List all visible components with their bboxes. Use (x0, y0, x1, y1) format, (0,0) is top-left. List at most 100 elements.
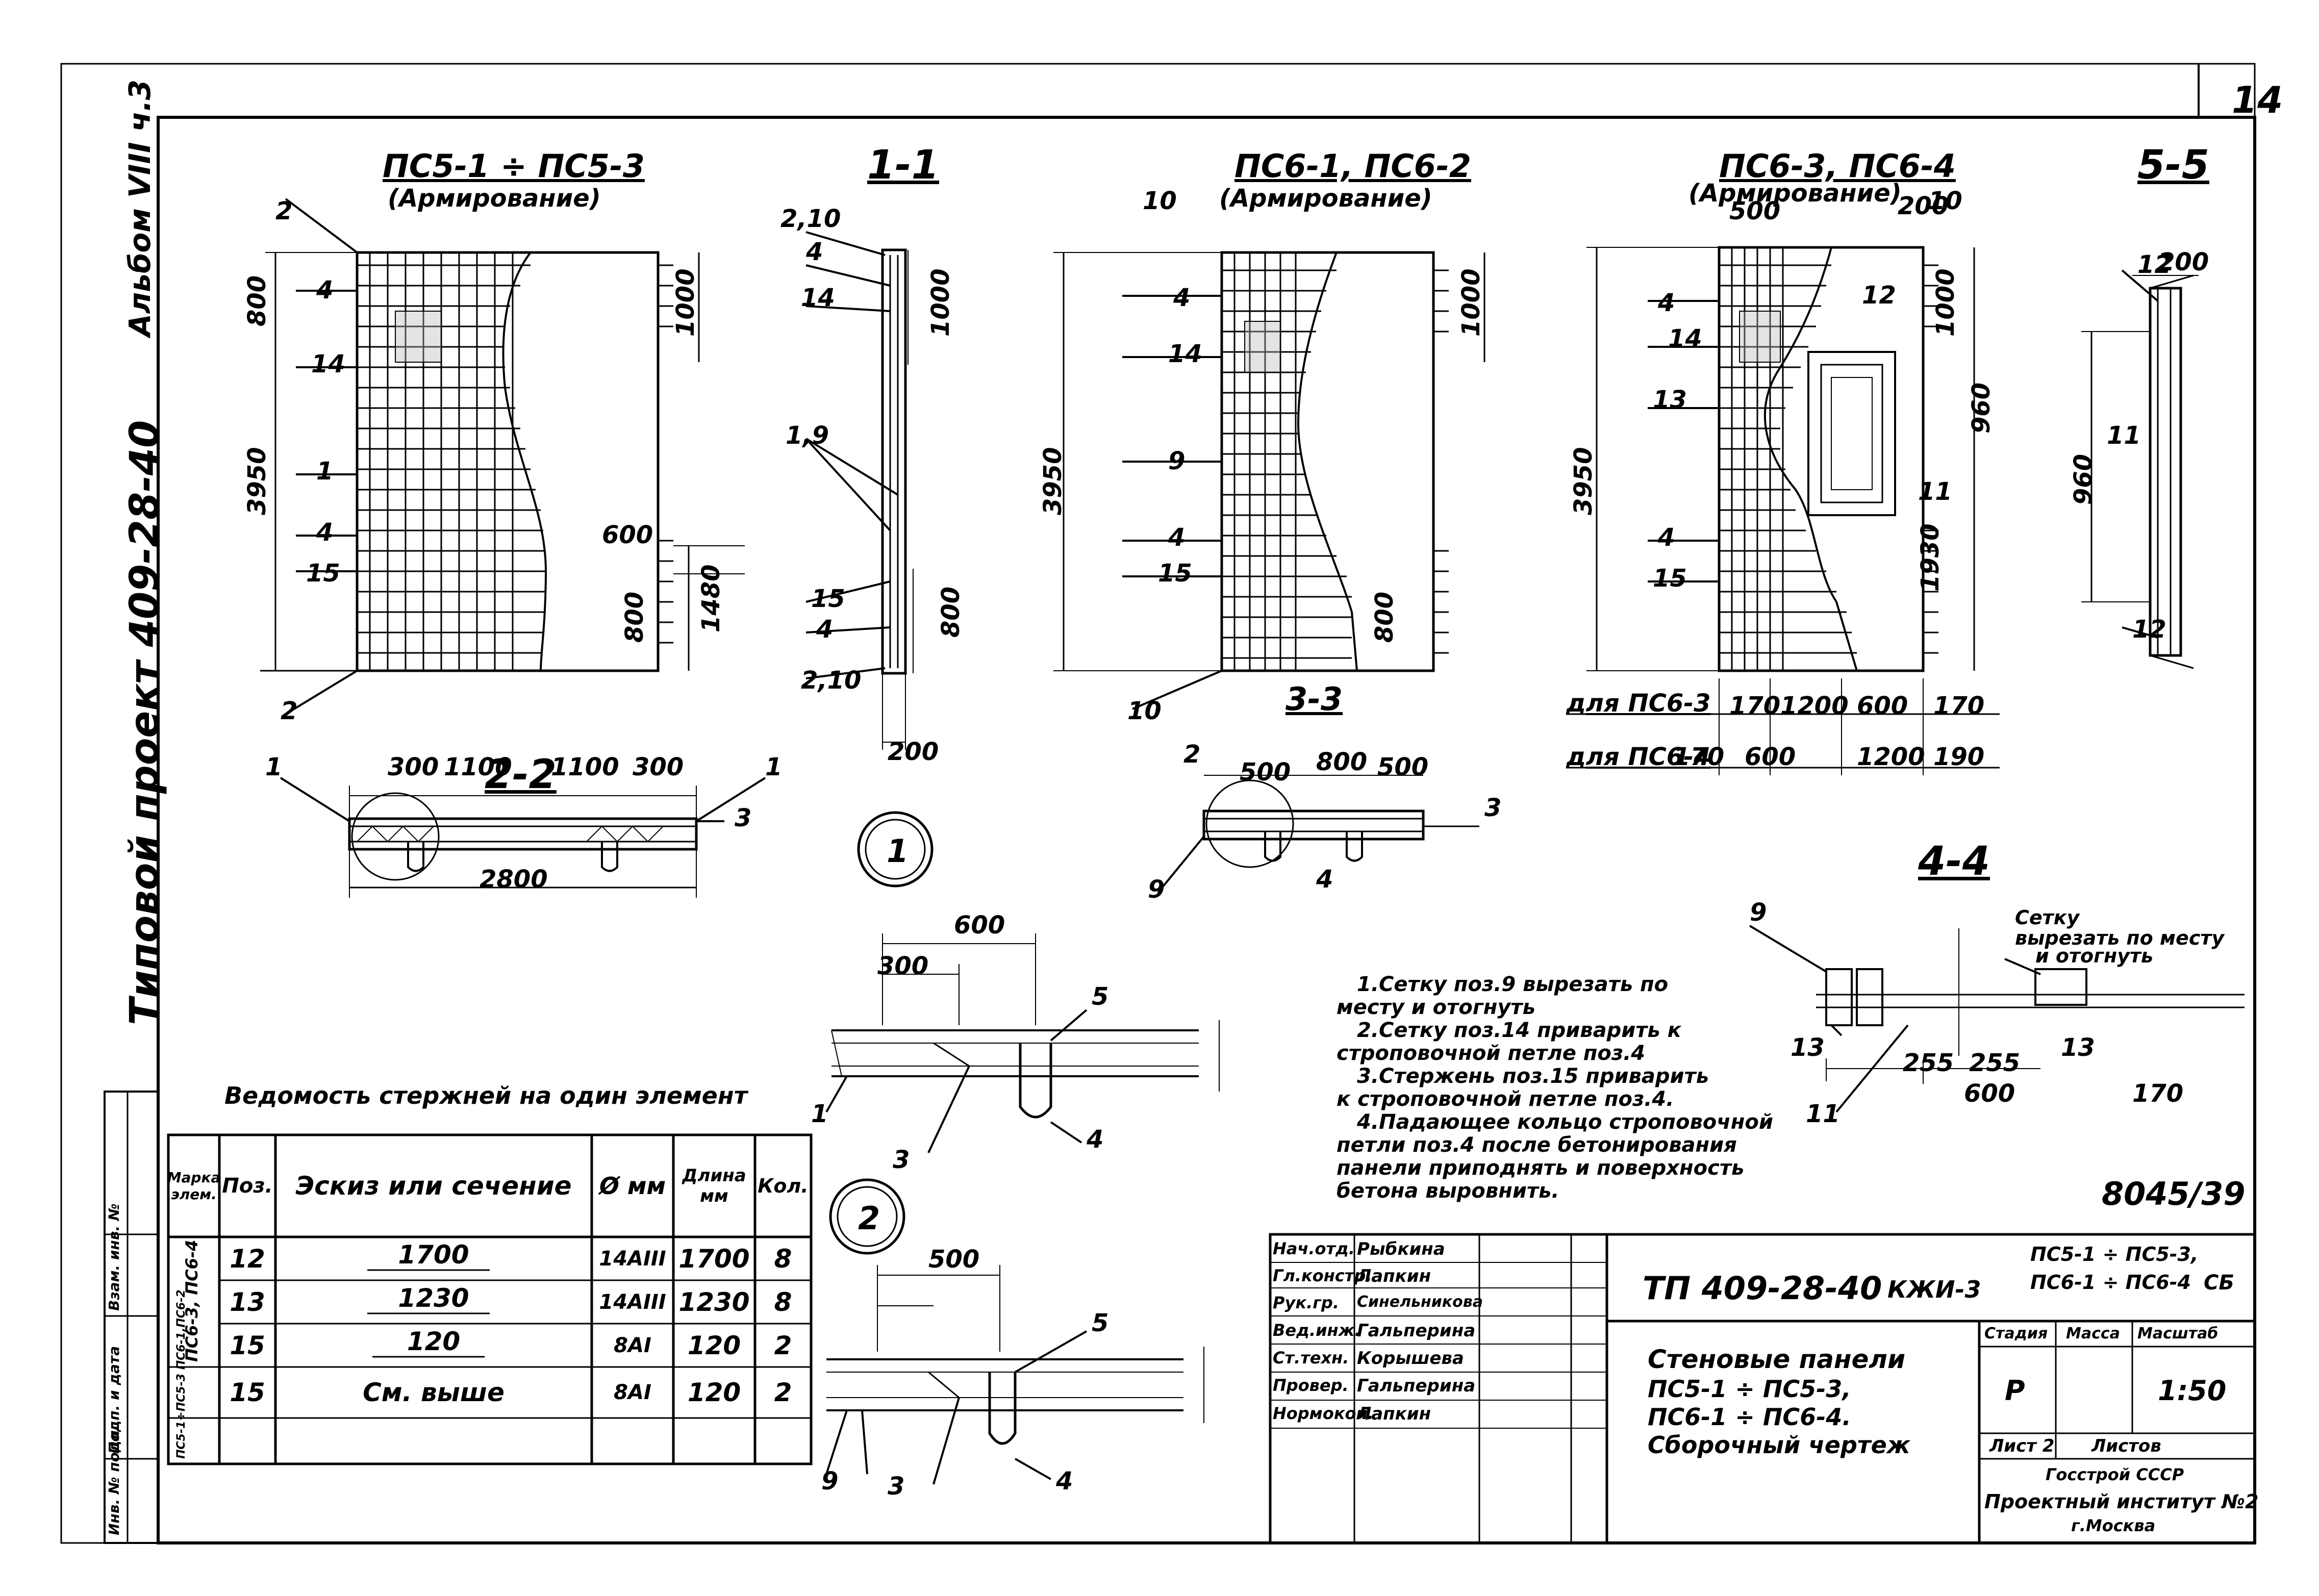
schedule-row-1-pos: 12 (230, 1244, 265, 1274)
dim-800-c: 800 (1370, 591, 1399, 643)
ps5-elevation (260, 198, 745, 715)
mark-1-c: 1 (765, 753, 783, 781)
staff-role-6: Провер. (1273, 1376, 1349, 1395)
dim-1100-b: 1100 (551, 753, 619, 781)
album-label: Альбом VIII ч.3 (122, 79, 157, 337)
staff-role-5: Ст.техн. (1273, 1348, 1349, 1367)
ps6-34-subtitle: (Армирование) (1688, 179, 1902, 208)
staff-name-1: Рыбкина (1357, 1239, 1445, 1259)
dim-1000-d: 1000 (1931, 268, 1960, 337)
dim-800-d: 800 (243, 275, 271, 326)
schedule-title: Ведомость стержней на один элемент (224, 1082, 748, 1109)
mark-4-b: 4 (316, 518, 334, 547)
dim-3950-a: 3950 (243, 447, 271, 515)
dim-500-d: 500 (928, 1245, 980, 1274)
schedule-row-1-len: 1700 (678, 1244, 750, 1274)
mark-8-a: 5 (1092, 982, 1109, 1011)
main-frame (157, 116, 2256, 1544)
ps6-12-subtitle: (Армирование) (1219, 184, 1432, 213)
dim-1200-b: 1200 (1857, 743, 1925, 771)
section-4-4 (1749, 925, 2245, 1113)
tb-scale: 1:50 (2158, 1375, 2227, 1407)
dim-3950-b: 3950 (1039, 447, 1067, 515)
dim-170-c: 170 (1673, 743, 1725, 771)
section-3-3-title: 3-3 (1285, 680, 1343, 718)
node-2-detail (825, 1178, 1204, 1485)
mark-15-c: 15 (1158, 559, 1192, 588)
dim-1930: 1930 (1916, 523, 1945, 592)
tb-sheet: Лист 2 (1989, 1436, 2055, 1456)
ps6-12-title: ПС6-1, ПС6-2 (1234, 147, 1471, 185)
dim-300-a: 300 (388, 753, 439, 781)
tb-scale-header: Масштаб (2137, 1325, 2219, 1342)
tb-sheets: Листов (2091, 1436, 2161, 1456)
dim-2-10-a: 2,10 (780, 205, 841, 233)
note-line-7: 4.Падающее кольцо строповочной (1357, 1110, 1773, 1134)
mark-4-j: 4 (1087, 1125, 1104, 1154)
mark-4-d: 4 (816, 615, 834, 644)
staff-name-4: Гальперина (1357, 1321, 1476, 1341)
mark-4-e: 4 (1173, 284, 1191, 312)
schedule-row-4-len: 120 (687, 1378, 741, 1407)
schedule-row-4-pos: 15 (230, 1378, 265, 1407)
mark-4-c: 4 (806, 238, 823, 266)
tb-org-2: Проектный институт №2 (1984, 1490, 2259, 1513)
title-block (1269, 1233, 2256, 1544)
dim-1000-b: 1000 (926, 268, 955, 337)
schedule-row-1-qty: 8 (774, 1244, 792, 1274)
mark-13-c: 12 (2132, 615, 2166, 644)
section-3-3 (1157, 775, 1479, 894)
ps6-12-elevation (1053, 251, 1485, 710)
section-1-1 (805, 231, 914, 750)
mark-4-k: 4 (1056, 1467, 1073, 1496)
tb-name-2: ПС5-1 ÷ ПС5-3, (1648, 1375, 1851, 1403)
mark-14-d: 14 (1668, 324, 1702, 353)
mark-4-i: 4 (1316, 865, 1333, 894)
dim-200-a: 200 (888, 738, 939, 766)
schedule-row-3-sketch: 120 (407, 1327, 461, 1356)
mark-9-c: 9 (821, 1467, 839, 1496)
dim-255-b: 255 (1969, 1049, 2021, 1077)
dim-300-c: 300 (877, 952, 929, 980)
sheet-number: 14 (2232, 79, 2283, 121)
dim-3950-c: 3950 (1569, 447, 1598, 515)
mesh-note-1: Сетку (2015, 906, 2080, 929)
for-ps64-label: для ПС6-4 (1566, 743, 1711, 771)
dim-500-c: 500 (1729, 197, 1781, 225)
dim-800-b: 800 (620, 591, 649, 643)
tb-section: КЖИ-3 (1887, 1276, 1981, 1303)
mark-12-c: 13 (2061, 1033, 2095, 1062)
tb-marks-2: ПС6-1 ÷ ПС6-4 (2030, 1271, 2191, 1294)
strip-sign-date: Подп. и дата (106, 1346, 122, 1454)
note-line-5: 3.Стержень поз.15 приварить (1357, 1065, 1709, 1088)
note-line-9: панели приподнять и поверхность (1337, 1156, 1745, 1180)
dim-960-a: 960 (1967, 382, 1996, 434)
mark-12-a: 13 (1653, 386, 1687, 414)
schedule-row-2-qty: 8 (774, 1287, 792, 1317)
tb-marks-1: ПС5-1 ÷ ПС5-3, (2030, 1243, 2199, 1265)
ps5-subtitle: (Армирование) (388, 184, 601, 213)
dim-1480: 1480 (697, 564, 725, 632)
note-line-1: 1.Сетку поз.9 вырезать по (1357, 973, 1669, 996)
dim-300-b: 300 (633, 753, 684, 781)
mesh-note-3: и отогнуть (2035, 945, 2154, 967)
mark-12-b: 13 (1791, 1033, 1825, 1062)
mark-15-d: 15 (1653, 564, 1687, 593)
mark-15-a: 15 (306, 559, 340, 588)
schedule-row-2-len: 1230 (678, 1287, 750, 1317)
dim-200-c: 200 (1898, 192, 1949, 220)
schedule-header-sketch: Эскиз или сечение (295, 1171, 572, 1201)
dim-600-e: 600 (1964, 1079, 2015, 1108)
section-2-2-title: 2-2 (485, 752, 557, 798)
mark-14-a: 14 (311, 350, 345, 378)
schedule-row-3-dia: 8AI (614, 1333, 651, 1357)
staff-name-5: Корышева (1357, 1348, 1464, 1369)
ps6-34-elevation (1566, 246, 2000, 775)
mark-3-a: 3 (735, 804, 752, 832)
tb-code: ТП 409-28-40 (1643, 1270, 1882, 1307)
schedule-row-3-pos: 15 (230, 1330, 265, 1360)
dim-800-a: 800 (937, 586, 965, 638)
mark-4-h: 4 (1658, 523, 1675, 552)
schedule-row-2-sketch: 1230 (398, 1283, 469, 1313)
note-line-4: строповочной петле поз.4 (1337, 1042, 1646, 1065)
